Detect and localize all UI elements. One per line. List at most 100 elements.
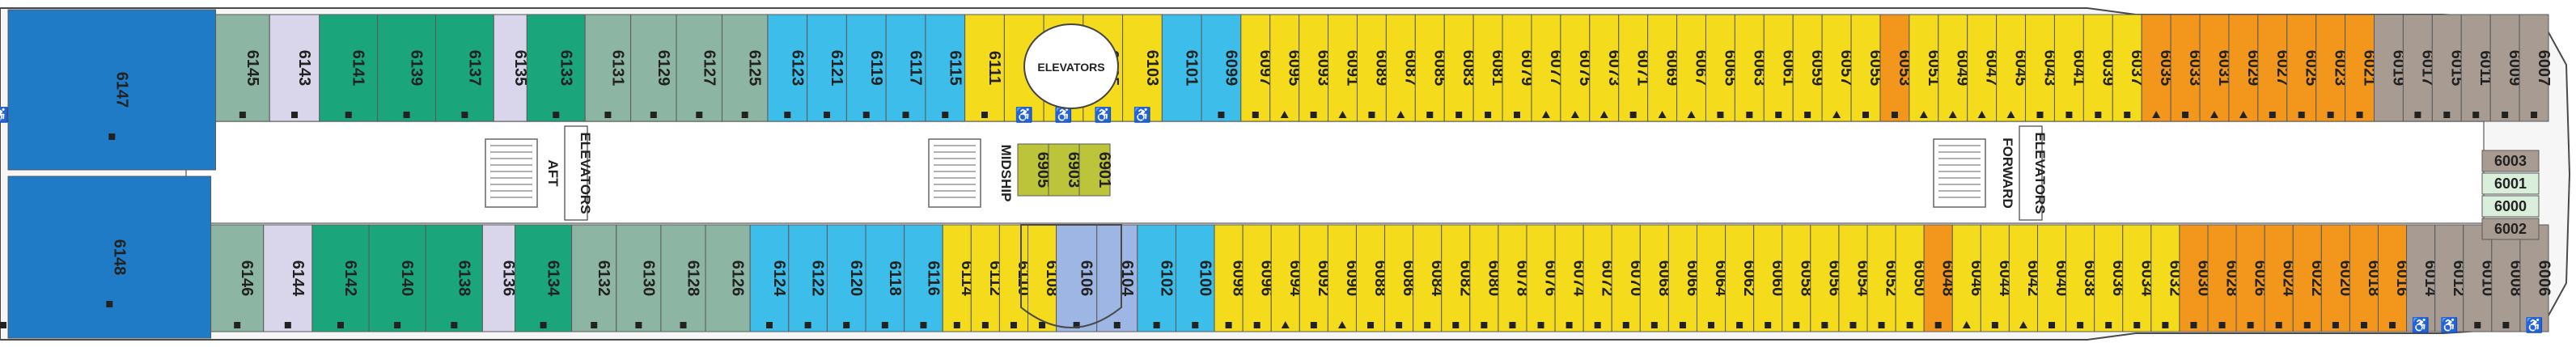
cabin-6044[interactable]: 6044 — [1980, 224, 2014, 332]
cabin-6098[interactable]: 6098 — [1214, 224, 1248, 332]
cabin-6141[interactable]: 6141 — [319, 14, 379, 122]
cabin-6085[interactable]: 6085 — [1414, 14, 1448, 122]
cabin-6103[interactable]: 6103♿ — [1122, 14, 1163, 123]
cabin-6035[interactable]: 6035 — [2141, 14, 2175, 122]
cabin-6040[interactable]: 6040 — [2036, 224, 2070, 332]
cabin-6059[interactable]: 6059 — [1792, 14, 1826, 122]
cabin-6067[interactable]: 6067 — [1676, 14, 1710, 122]
cabin-6089[interactable]: 6089 — [1356, 14, 1390, 122]
cabin-6118[interactable]: 6118 — [865, 224, 905, 332]
cabin-6012[interactable]: 6012♿ — [2434, 224, 2468, 333]
cabin-6111[interactable]: 6111 — [964, 14, 1005, 122]
cabin-6036[interactable]: 6036 — [2094, 224, 2128, 332]
cabin-6125[interactable]: 6125 — [721, 14, 769, 122]
cabin-6043[interactable]: 6043 — [2025, 14, 2059, 122]
cabin-6025[interactable]: 6025 — [2286, 14, 2320, 122]
cabin-6030[interactable]: 6030 — [2179, 224, 2213, 332]
cabin-6061[interactable]: 6061 — [1763, 14, 1797, 122]
cabin-6096[interactable]: 6096 — [1242, 224, 1276, 332]
cabin-6082[interactable]: 6082 — [1441, 224, 1475, 332]
cabin-6092[interactable]: 6092 — [1299, 224, 1332, 332]
cabin-6120[interactable]: 6120 — [826, 224, 866, 332]
cabin-6008[interactable]: 6008 — [2491, 224, 2525, 332]
cabin-6121[interactable]: 6121 — [807, 14, 847, 122]
cabin-6114[interactable]: 6114 — [942, 224, 976, 332]
cabin-6018[interactable]: 6018 — [2349, 224, 2383, 332]
cabin-6131[interactable]: 6131 — [584, 14, 632, 122]
cabin-6073[interactable]: 6073 — [1589, 14, 1623, 122]
cabin-6071[interactable]: 6071 — [1618, 14, 1652, 122]
cabin-6033[interactable]: 6033 — [2170, 14, 2204, 122]
cabin-6069[interactable]: 6069 — [1647, 14, 1681, 122]
cabin-6101[interactable]: 6101 — [1161, 14, 1202, 122]
cabin-6095[interactable]: 6095 — [1269, 14, 1303, 122]
cabin-6106[interactable]: 6106 — [1056, 224, 1098, 332]
cabin-6029[interactable]: 6029 — [2228, 14, 2262, 122]
cabin-6091[interactable]: 6091 — [1328, 14, 1362, 122]
cabin-6058[interactable]: 6058 — [1782, 224, 1815, 332]
cabin-6136[interactable]: 6136 — [481, 224, 517, 332]
cabin-6017[interactable]: 6017 — [2402, 14, 2436, 122]
cabin-6078[interactable]: 6078 — [1498, 224, 1532, 332]
cabin-6138[interactable]: 6138 — [425, 224, 483, 332]
cabin-6077[interactable]: 6077 — [1531, 14, 1565, 122]
cabin-6066[interactable]: 6066 — [1667, 224, 1701, 332]
cabin-6007[interactable]: 6007 — [2519, 14, 2553, 122]
cabin-6124[interactable]: 6124 — [749, 224, 790, 332]
cabin-6005[interactable]: 6005♿ — [0, 0, 15, 123]
cabin-6022[interactable]: 6022 — [2292, 224, 2326, 332]
cabin-6027[interactable]: 6027 — [2257, 14, 2291, 122]
cabin-6905[interactable]: 6905 — [1017, 143, 1052, 197]
cabin-6046[interactable]: 6046 — [1951, 224, 1985, 332]
cabin-6100[interactable]: 6100 — [1175, 224, 1215, 332]
cabin-6009[interactable]: 6009 — [2489, 14, 2523, 122]
cabin-6054[interactable]: 6054 — [1838, 224, 1872, 332]
cabin-6070[interactable]: 6070 — [1611, 224, 1645, 332]
cabin-6003[interactable]: 6003 — [2481, 150, 2540, 172]
cabin-6053[interactable]: 6053 — [1879, 14, 1913, 122]
cabin-6122[interactable]: 6122 — [788, 224, 828, 332]
cabin-6123[interactable]: 6123 — [767, 14, 808, 122]
cabin-6023[interactable]: 6023 — [2315, 14, 2349, 122]
cabin-6132[interactable]: 6132 — [571, 224, 617, 332]
cabin-6050[interactable]: 6050 — [1895, 224, 1929, 332]
cabin-6901[interactable]: 6901 — [1078, 143, 1113, 197]
cabin-6119[interactable]: 6119 — [845, 14, 887, 122]
cabin-6079[interactable]: 6079 — [1502, 14, 1536, 122]
cabin-6147[interactable]: 6147 — [7, 9, 217, 171]
cabin-6127[interactable]: 6127 — [676, 14, 722, 122]
cabin-6010[interactable]: 6010 — [2463, 224, 2497, 332]
cabin-6144[interactable]: 6144 — [263, 224, 313, 332]
cabin-6015[interactable]: 6015 — [2431, 14, 2465, 122]
cabin-6903[interactable]: 6903 — [1048, 143, 1083, 197]
cabin-6093[interactable]: 6093 — [1299, 14, 1332, 122]
cabin-6011[interactable]: 6011 — [2460, 14, 2494, 122]
cabin-6115[interactable]: 6115 — [925, 14, 966, 122]
cabin-6081[interactable]: 6081 — [1472, 14, 1506, 122]
cabin-6117[interactable]: 6117 — [885, 14, 926, 122]
cabin-6049[interactable]: 6049 — [1938, 14, 1972, 122]
cabin-6002[interactable]: 6002 — [2481, 218, 2540, 240]
cabin-6133[interactable]: 6133 — [526, 14, 586, 122]
cabin-6057[interactable]: 6057 — [1821, 14, 1855, 122]
cabin-6024[interactable]: 6024 — [2264, 224, 2298, 332]
cabin-6016[interactable]: 6016 — [2377, 224, 2411, 332]
cabin-6080[interactable]: 6080 — [1469, 224, 1503, 332]
cabin-6084[interactable]: 6084 — [1413, 224, 1447, 332]
cabin-6128[interactable]: 6128 — [660, 224, 706, 332]
cabin-6129[interactable]: 6129 — [630, 14, 677, 122]
cabin-6087[interactable]: 6087 — [1385, 14, 1419, 122]
cabin-6060[interactable]: 6060 — [1753, 224, 1787, 332]
cabin-6130[interactable]: 6130 — [616, 224, 662, 332]
cabin-6145[interactable]: 6145 — [215, 14, 270, 122]
cabin-6072[interactable]: 6072 — [1582, 224, 1616, 332]
cabin-6088[interactable]: 6088 — [1355, 224, 1389, 332]
cabin-6045[interactable]: 6045 — [1996, 14, 2030, 122]
cabin-6126[interactable]: 6126 — [705, 224, 751, 332]
cabin-6047[interactable]: 6047 — [1967, 14, 2001, 122]
cabin-6112[interactable]: 6112 — [970, 224, 1004, 332]
cabin-6083[interactable]: 6083 — [1443, 14, 1477, 122]
cabin-6090[interactable]: 6090 — [1327, 224, 1361, 332]
cabin-6064[interactable]: 6064 — [1696, 224, 1730, 332]
cabin-6048[interactable]: 6048 — [1923, 224, 1957, 332]
